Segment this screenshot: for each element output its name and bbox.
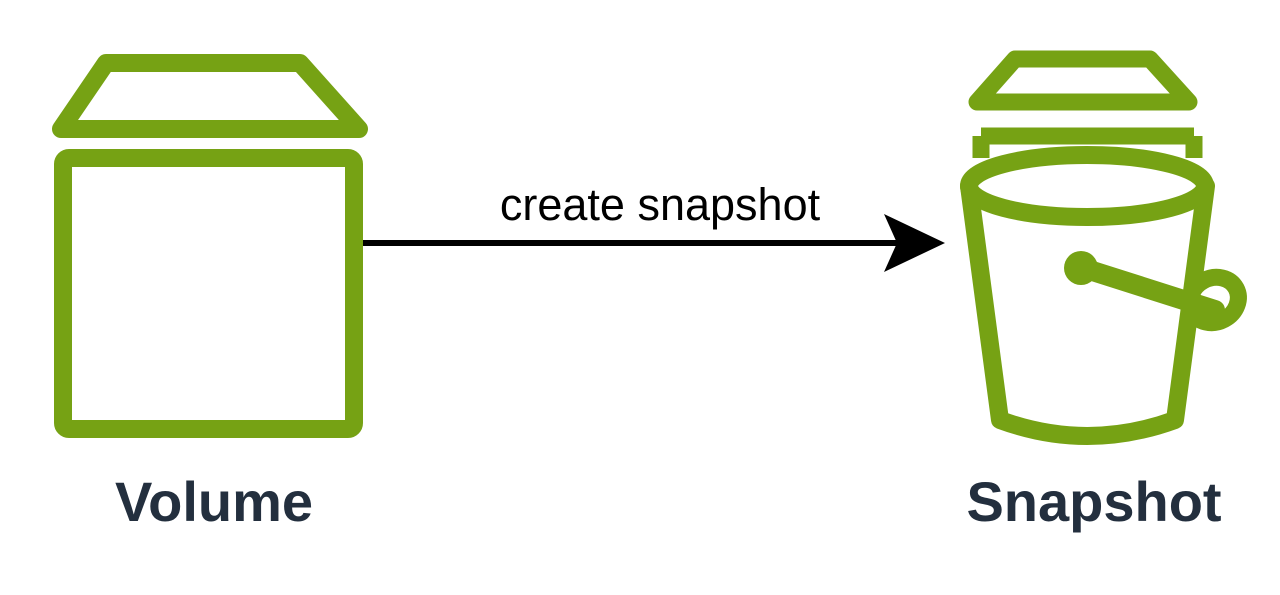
- snapshot-handle-loop-icon: [1181, 268, 1247, 332]
- volume-lid-icon: [52, 54, 368, 138]
- snapshot-bucket-body-icon: [960, 177, 1215, 445]
- node-volume[interactable]: Volume: [52, 54, 368, 533]
- snapshot-bar-icon: [972, 127, 1203, 158]
- snapshot-label: Snapshot: [966, 470, 1221, 533]
- snapshot-lid-icon: [968, 50, 1198, 111]
- snapshot-handle-knob-icon: [1064, 251, 1098, 285]
- node-snapshot[interactable]: Snapshot: [960, 50, 1247, 533]
- edge-label: create snapshot: [500, 179, 821, 230]
- volume-label: Volume: [115, 470, 313, 533]
- volume-body-icon: [54, 149, 363, 438]
- edge-create-snapshot[interactable]: create snapshot: [363, 179, 945, 272]
- edge-arrowhead-icon: [884, 214, 945, 272]
- snapshot-bucket-rim-icon: [960, 146, 1214, 226]
